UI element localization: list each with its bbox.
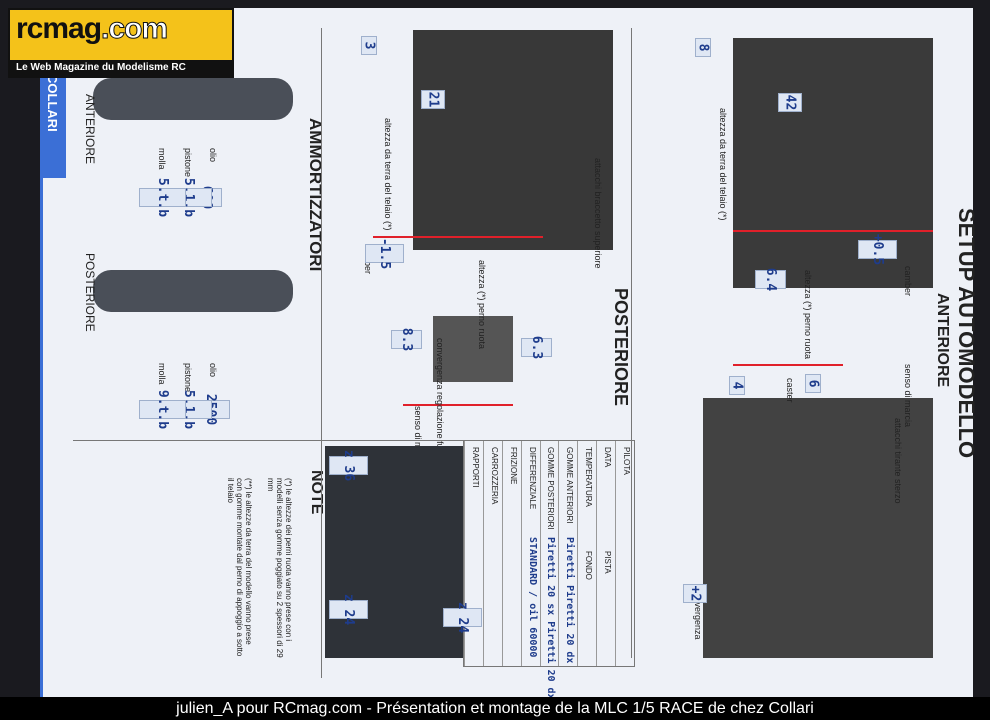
table-row-label-2: FONDO: [584, 551, 594, 580]
table-row-label: TEMPERATURA: [584, 447, 594, 507]
front-camber-line: [733, 230, 933, 232]
sheet-title: SETUP AUTOMODELLO: [954, 208, 979, 459]
table-row-label-2: PISTA: [603, 551, 613, 574]
rear-suspension-photo: [413, 30, 613, 250]
shocks-section-title: AMMORTIZZATORI: [306, 118, 325, 272]
rear-camber-value: -1.5: [365, 238, 405, 269]
front-shock-image: [93, 78, 293, 120]
front-caster-value-1: 4: [729, 376, 745, 395]
front-shock-oil-label: olio: [208, 148, 218, 163]
front-caster-value-2: 6: [805, 374, 821, 393]
front-caster-label: caster: [785, 378, 795, 403]
front-camber-value: +0.5: [858, 234, 898, 265]
rear-upper-arm-label: attacchi braccetto superiore: [593, 158, 603, 269]
table-row: CARROZZERIA: [482, 441, 503, 666]
rear-camber-line: [373, 236, 543, 238]
table-row-label: PILOTA: [621, 447, 631, 475]
table-row-value: STANDARD / oil 60000: [526, 537, 538, 658]
rear-shock-piston-label: pistone: [183, 363, 193, 393]
front-wheel-height-value: 6.4: [755, 268, 787, 291]
divider-mid: [631, 28, 632, 658]
gear-z3: z 24: [329, 594, 369, 625]
table-row: FRIZIONE: [501, 441, 522, 666]
front-shock-spring-label: molla: [157, 148, 167, 170]
table-row: PILOTA: [615, 441, 635, 666]
table-row: GOMME ANTERIORI Piretti Piretti 20 dx: [558, 441, 578, 666]
front-suspension-photo: [733, 38, 933, 288]
gear-photo: [325, 446, 463, 658]
front-shock-piston-label: pistone: [183, 148, 193, 178]
table-row: TEMPERATURA FONDO: [577, 441, 597, 666]
divider-left: [321, 28, 322, 678]
table-row-label: DATA: [603, 447, 613, 468]
note-2: (**) le altezze da terra del modello van…: [226, 478, 253, 657]
rear-height-value: 3: [361, 36, 377, 55]
rear-hub-photo: [433, 316, 513, 382]
logo-tagline: Le Web Magazine du Modelisme RC: [10, 60, 232, 76]
gear-z2: z 24: [443, 602, 483, 633]
setup-table: PILOTA DATA PISTA TEMPERATURA FONDO GOMME ANT…: [463, 440, 635, 697]
table-row-value: Piretti Piretti 20 dx: [564, 537, 576, 664]
front-toe-value: +2: [683, 584, 707, 603]
table-row: GOMME POSTERIORI Piretti 20 sx Piretti 20…: [539, 441, 560, 697]
table-row-label: GOMME POSTERIORI: [546, 447, 556, 530]
table-row: DIFFERENZIALE STANDARD / oil 60000: [520, 441, 541, 666]
rear-shock-spring-label: molla: [157, 363, 167, 385]
front-direction-arrow: [733, 364, 843, 366]
rear-shock-oil-label: olio: [208, 363, 218, 378]
brand-label: COLLARI: [45, 74, 60, 132]
photo-stage: COLLARI SETUP AUTOMODELLO ANTERIORE POST…: [0, 0, 990, 697]
logo-brand: rcmag.com: [16, 12, 169, 46]
shock-rear-label: POSTERIORE: [83, 253, 97, 332]
table-row-label: CARROZZERIA: [489, 447, 499, 505]
table-row-label: RAPPORTI: [470, 447, 480, 488]
front-steering-label: attacchi tirante sterzo: [893, 418, 903, 504]
front-wheel-height-label: altezza (*) perno ruota: [803, 270, 813, 360]
table-row-label: DIFFERENZIALE: [527, 447, 537, 510]
rear-shock-image: [93, 270, 293, 312]
rear-wheel-height-label: altezza (*) perno ruota: [477, 260, 487, 350]
gear-z1: z 36: [329, 450, 369, 481]
rear-height-label: altezza da terra del telaio (*): [383, 118, 393, 231]
front-shock-spring: 5.t.b: [139, 178, 187, 217]
rear-direction-arrow: [403, 404, 513, 406]
table-row: RAPPORTI: [464, 441, 484, 666]
front-value-42: 42: [778, 93, 802, 112]
table-row-label: GOMME ANTERIORI: [565, 447, 575, 524]
front-steering-photo: [703, 398, 933, 658]
front-section-title: ANTERIORE: [934, 293, 951, 388]
table-row-value: Piretti 20 sx Piretti 20 dx: [545, 537, 557, 697]
front-height-value: 8: [695, 38, 711, 57]
rcmag-logo: rcmag.com Le Web Magazine du Modelisme R…: [8, 8, 234, 78]
rear-section-title: POSTERIORE: [611, 288, 631, 407]
notes-section-title: NOTE: [308, 470, 325, 515]
front-height-label: altezza da terra del telaio (*): [718, 108, 728, 221]
rear-toe-value-2: 6.3: [521, 336, 553, 359]
rear-toe-value-1: 8.3: [391, 328, 423, 351]
front-camber-label: camber: [903, 266, 913, 297]
table-row: DATA PISTA: [596, 441, 616, 666]
divider-horizontal: [73, 440, 633, 441]
note-1: (*) le altezze dei perni ruota vanno pre…: [266, 478, 293, 658]
brand-stripe: COLLARI: [40, 68, 66, 178]
shock-front-label: ANTERIORE: [83, 94, 97, 165]
table-row-label: FRIZIONE: [508, 447, 518, 485]
rear-value-21: 21: [421, 90, 445, 109]
photo-caption: julien_A pour RCmag.com - Présentation e…: [0, 697, 990, 720]
front-direction-label: senso di marcia: [903, 364, 913, 428]
rear-shock-spring: 9.t.b: [139, 390, 187, 429]
setup-sheet: COLLARI SETUP AUTOMODELLO ANTERIORE POST…: [40, 8, 979, 697]
